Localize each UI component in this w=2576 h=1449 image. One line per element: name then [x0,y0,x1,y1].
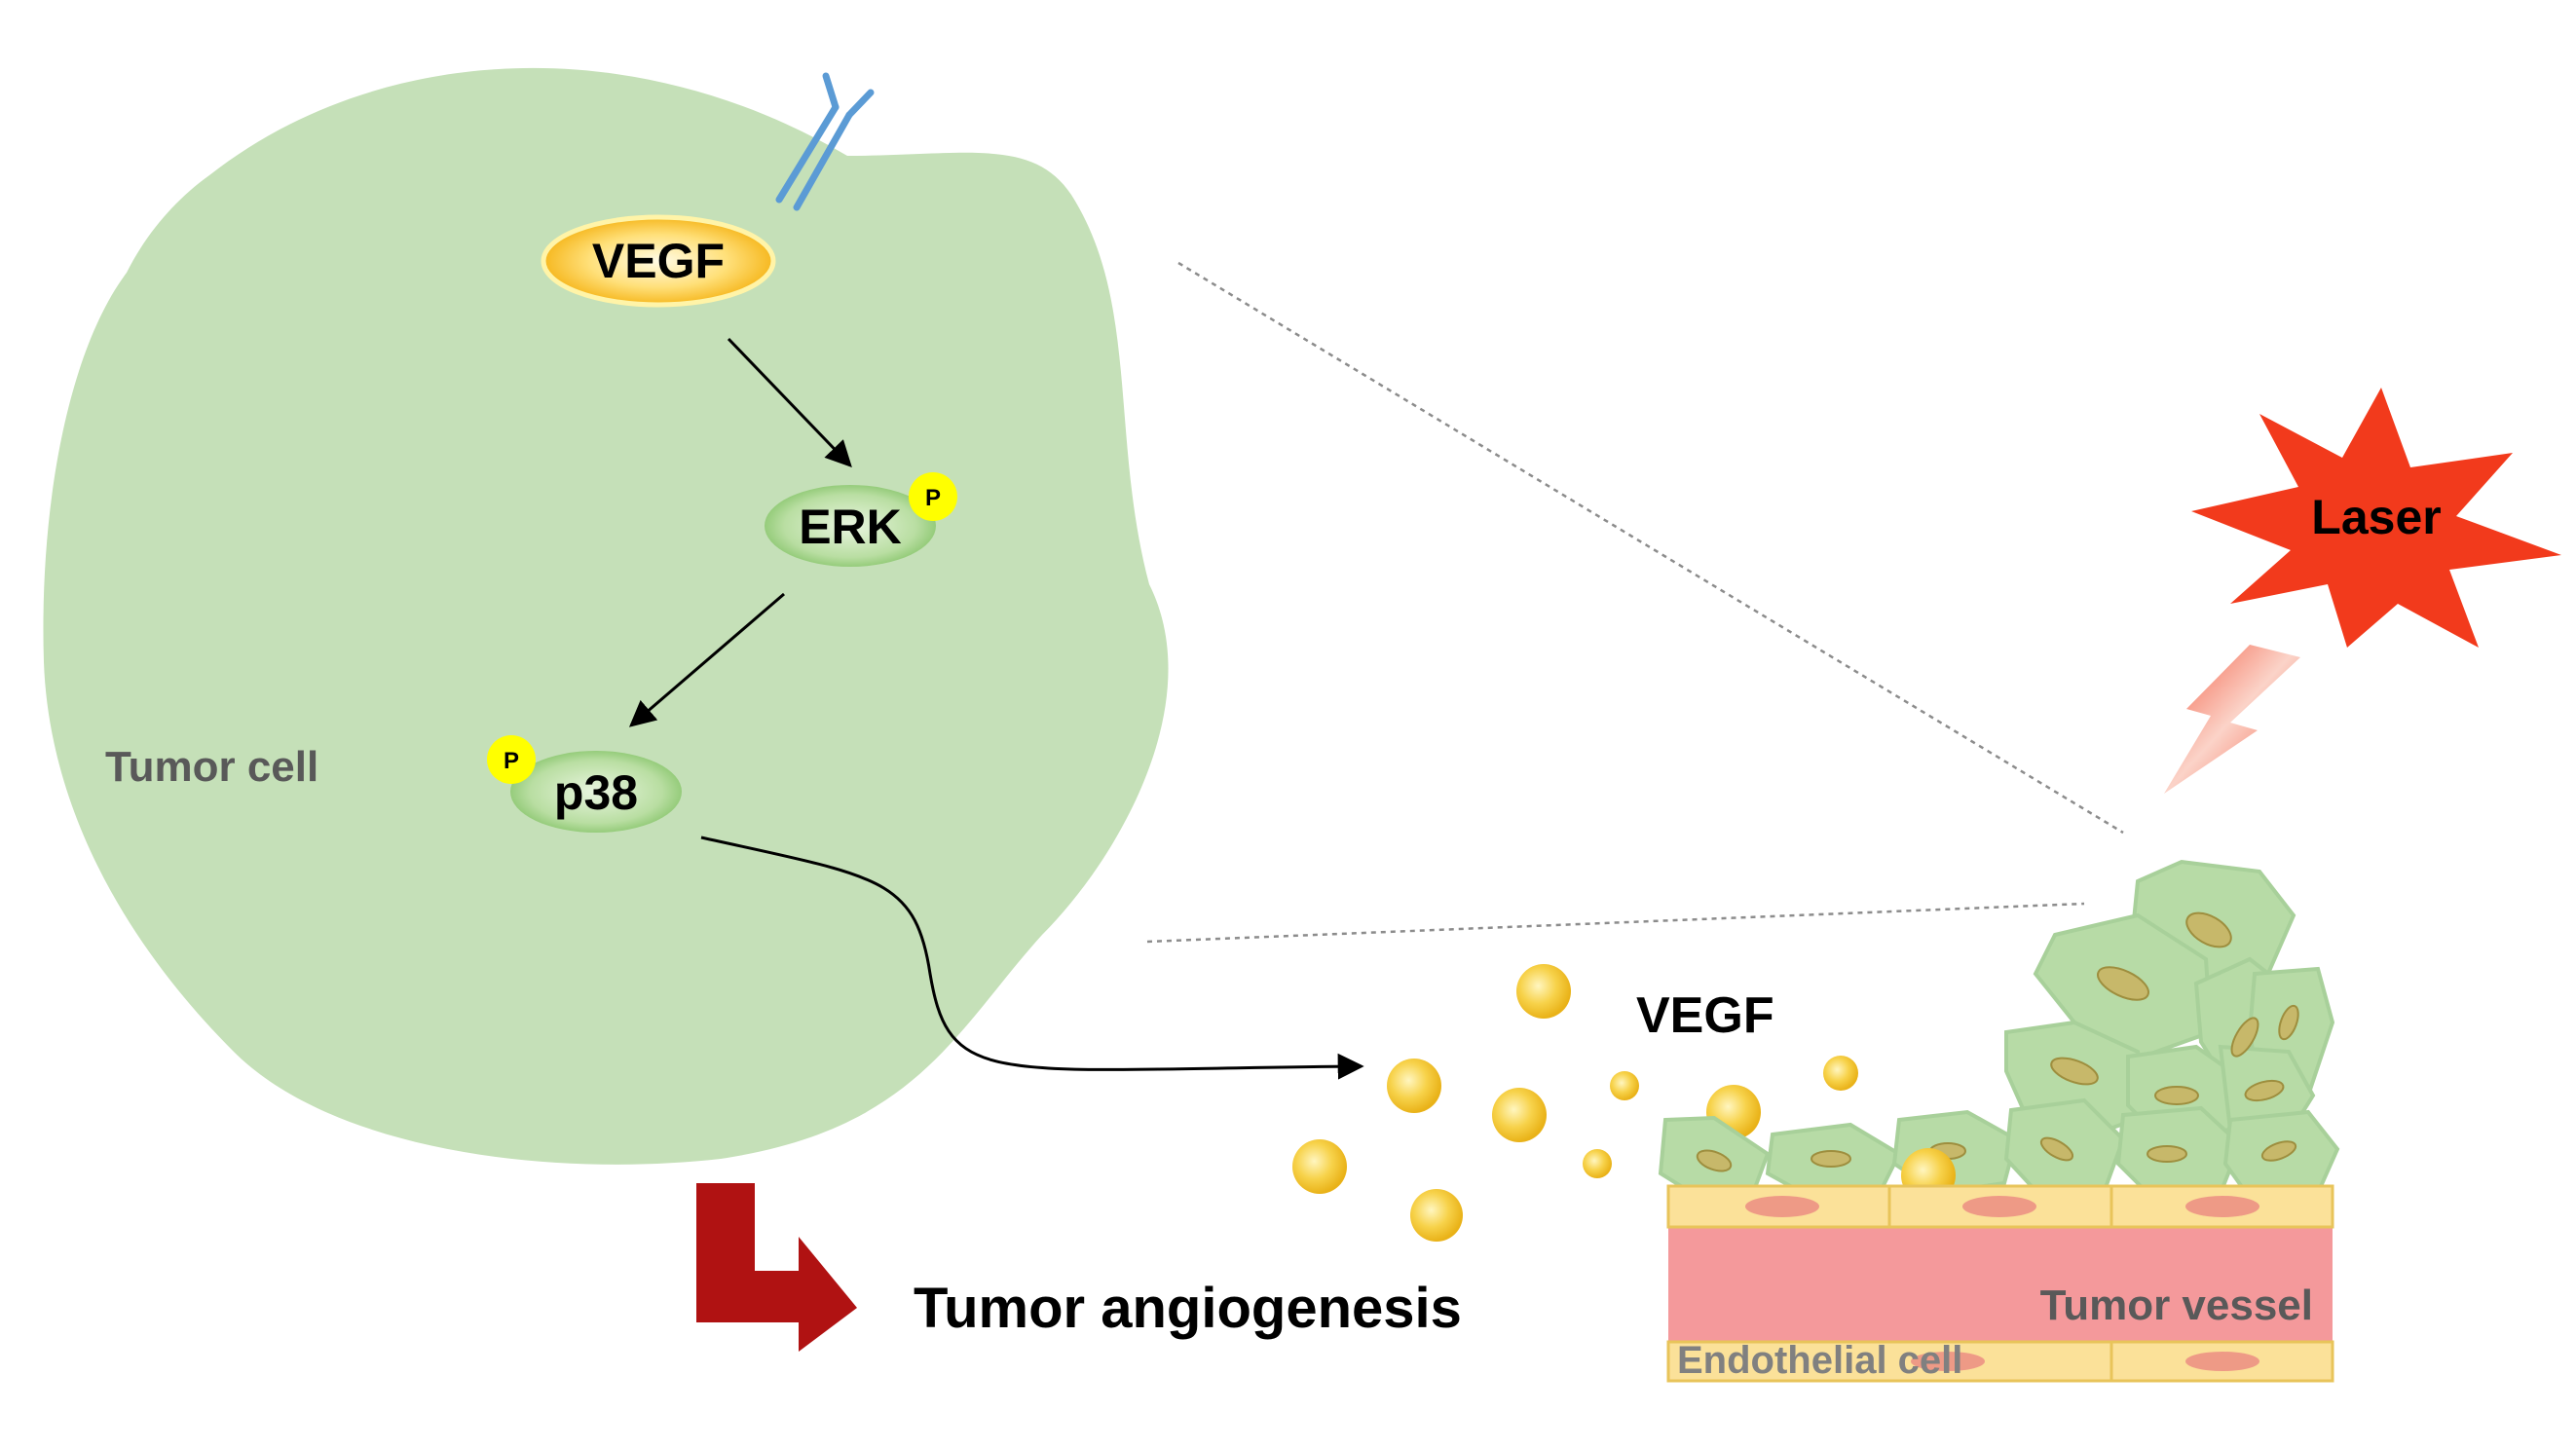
vegf-secreted-label: VEGF [1636,987,1774,1044]
endothelial-nucleus [1911,1352,1985,1371]
cell-nucleus [2185,911,2232,948]
vegf-particles [1292,964,1858,1242]
vegf-label: VEGF [592,234,725,288]
vegf-particle [1516,964,1571,1019]
p38-phospho-badge [487,735,536,784]
cluster-nuclei [1696,911,2299,1172]
arrow-secretion-to-vegf [700,836,1364,1080]
erk-phospho-label: P [925,485,941,511]
vegf-particle [1610,1071,1639,1100]
antibody-icon [775,72,875,211]
tumor-vessel [1666,1184,2334,1383]
erk-label: ERK [799,500,902,554]
vegf-particle [1387,1059,1441,1113]
angiogenesis-arrow-icon [696,1183,857,1352]
endothelial-nucleus [1745,1196,1819,1217]
cell-nucleus [2154,1086,2199,1105]
cell-nucleus [2039,1136,2074,1162]
cell-nucleus [2097,966,2149,1001]
cell-nucleus [2050,1057,2099,1086]
arrow-erk-to-p38 [628,592,785,727]
vegf-particle [1292,1139,1347,1194]
p38-phospho-label: P [504,748,519,774]
zoom-line-lower [1146,902,2085,944]
tumor-angiogenesis-label: Tumor angiogenesis [914,1277,1462,1340]
endothelial-nucleus [1962,1196,2036,1217]
vegf-particle [1823,1056,1858,1091]
tumor-vessel-label: Tumor vessel [2040,1282,2313,1329]
erk-protein-ellipse [765,485,936,567]
vegf-particle [1492,1088,1547,1142]
laser-bolt-icon [2164,645,2300,794]
endothelial-nucleus [2185,1196,2259,1217]
endothelial-nucleus [2185,1352,2259,1371]
cell-nucleus [2278,1004,2299,1041]
cell-nucleus [1696,1149,1733,1172]
laser-label: Laser [2311,490,2441,544]
laser-burst-icon [2191,388,2561,648]
vegf-particle [1583,1149,1612,1178]
tumor-cell-label: Tumor cell [105,743,318,791]
p38-label: p38 [554,765,638,820]
cell-nucleus [2230,1017,2259,1058]
zoom-line-upper [1177,261,2124,835]
arrow-vegf-to-erk [727,337,852,467]
vegf-particle [1410,1189,1463,1242]
p38-protein-ellipse [510,751,682,833]
cell-nucleus [2244,1079,2285,1102]
cell-nucleus [1811,1150,1851,1168]
cell-nucleus [2147,1145,2187,1163]
endothelial-cell-label: Endothelial cell [1677,1339,1962,1382]
cell-nucleus [2260,1140,2297,1162]
vegf-protein-ellipse [541,214,776,308]
erk-phospho-badge [909,472,957,521]
